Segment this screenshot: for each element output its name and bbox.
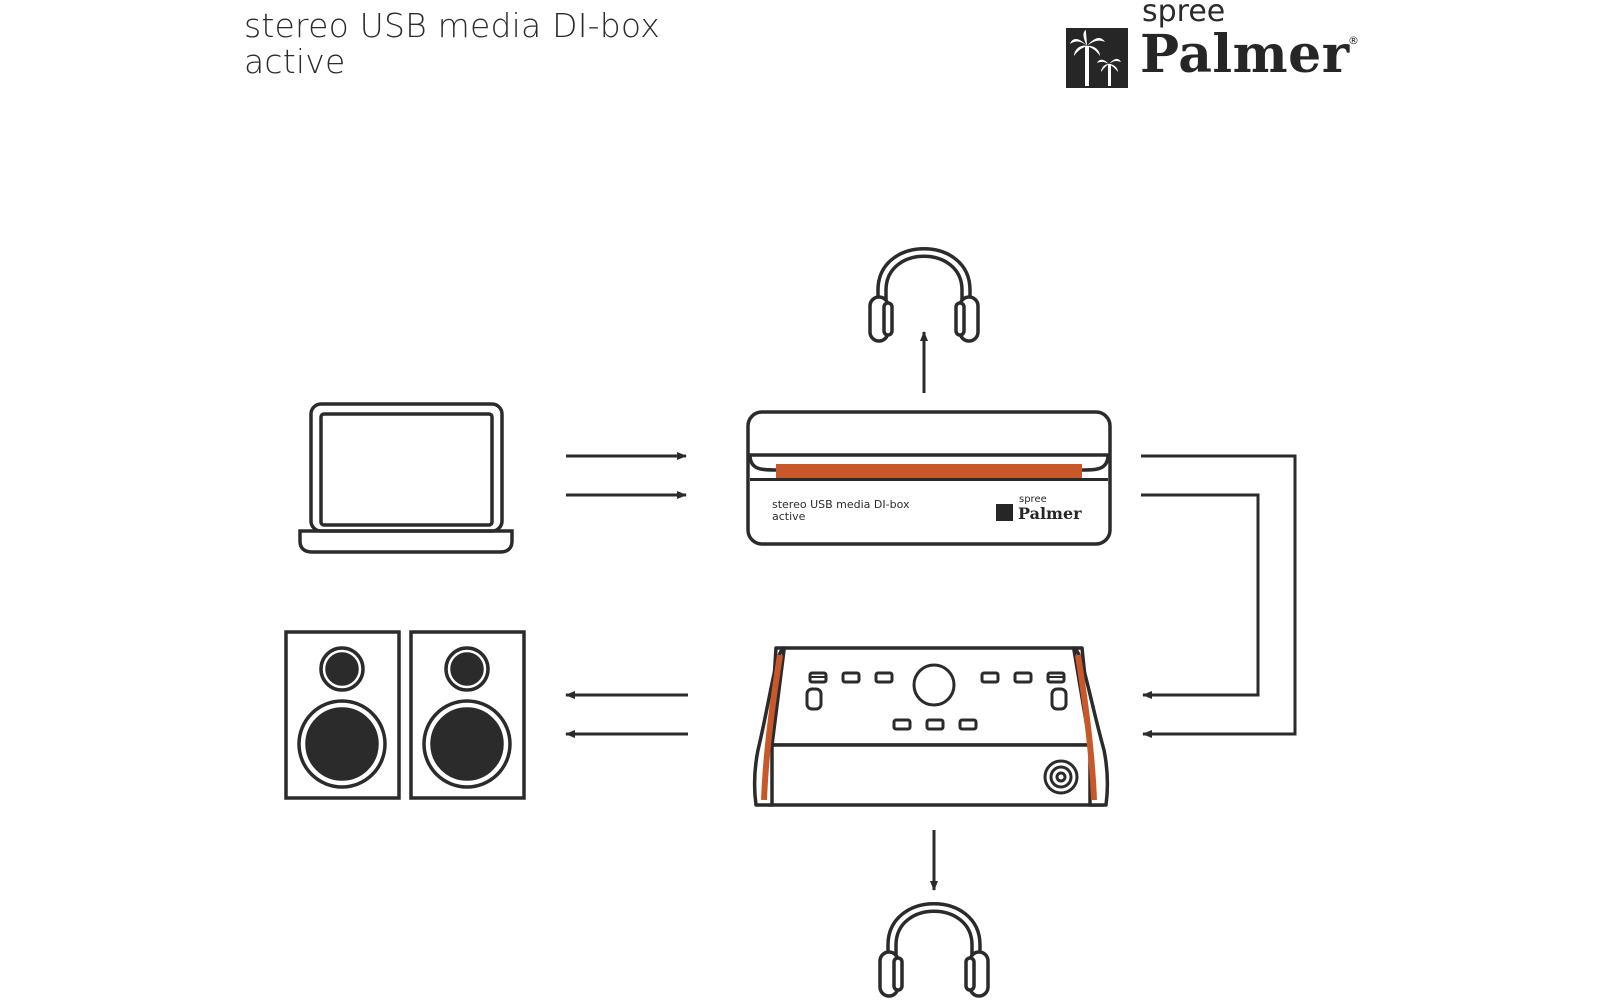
di-box-label-line-1: stereo USB media DI-box xyxy=(772,498,910,511)
page-title: stereo USB media DI-box active xyxy=(244,8,660,80)
title-line-2: active xyxy=(244,42,346,81)
brand-sub-text: spree xyxy=(1142,0,1226,29)
connector-dibox-to-interface-inner xyxy=(1141,493,1260,699)
di-box-brand-name: Palmer xyxy=(1018,504,1082,523)
bottom-headphones-icon xyxy=(878,902,990,998)
di-box-icon: stereo USB media DI-box active spree Pal… xyxy=(746,410,1112,546)
audio-interface-icon xyxy=(752,646,1110,807)
brand-name-text: Palmer xyxy=(1140,24,1350,85)
brand-logo: spree Palmer ® xyxy=(1066,0,1376,95)
headphone-jack-icon xyxy=(1043,759,1079,795)
di-box-label-line-2: active xyxy=(772,510,806,523)
di-box-palm-icon xyxy=(996,504,1013,521)
di-box-brand-sub: spree xyxy=(1019,494,1047,505)
laptop-icon xyxy=(298,402,514,554)
connector-dibox-to-interface-outer xyxy=(1141,454,1297,738)
title-line-1: stereo USB media DI-box xyxy=(244,6,661,45)
top-headphones-icon xyxy=(868,247,980,343)
registered-mark: ® xyxy=(1348,34,1359,47)
palm-tree-icon xyxy=(1066,28,1128,88)
speakers-icon xyxy=(284,630,526,800)
